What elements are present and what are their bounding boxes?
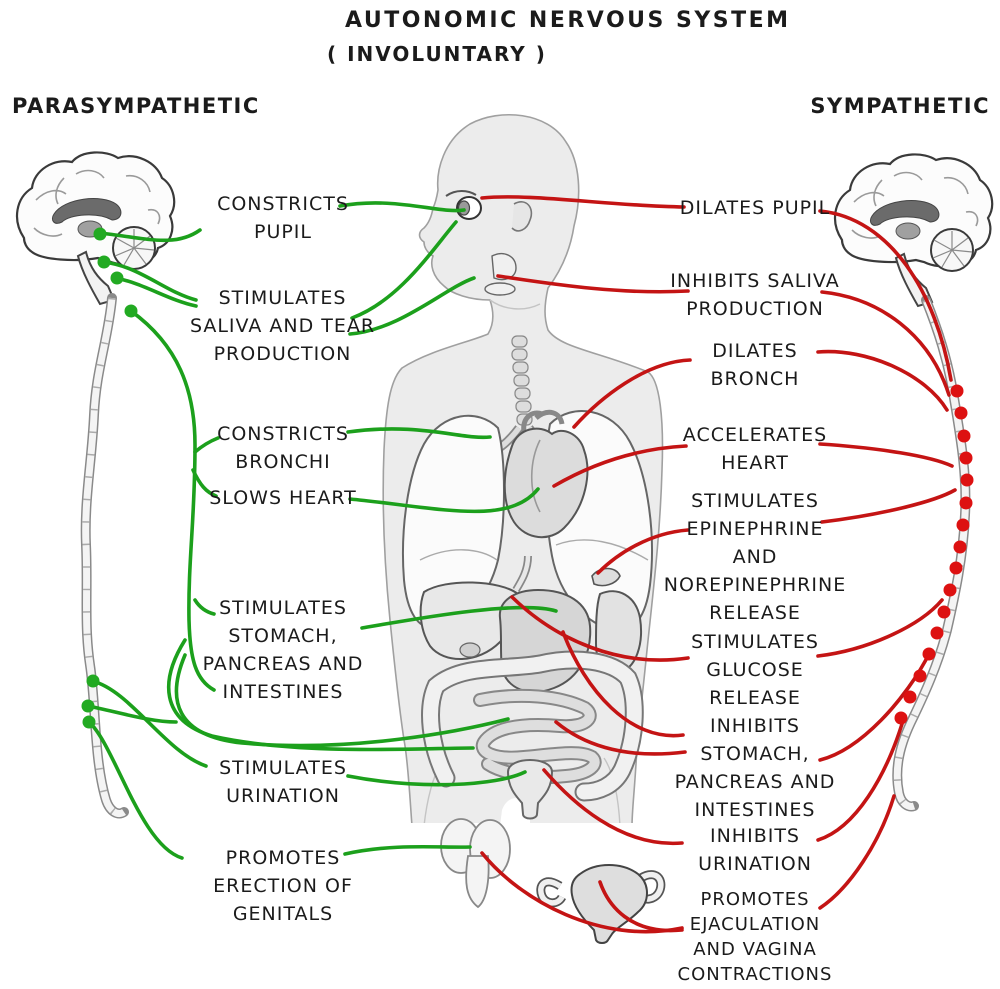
parasympathetic-heading: PARASYMPATHETIC	[12, 94, 260, 118]
label-stimulates-epinephrine: STIMULATES EPINEPHRINE AND NOREPINEPHRIN…	[663, 490, 847, 624]
male-genitals	[440, 818, 511, 909]
label-dilates-pupil: DILATES PUPIL	[679, 197, 831, 219]
page-title: AUTONOMIC NERVOUS SYSTEM	[345, 8, 791, 33]
page-subtitle: ( INVOLUNTARY )	[327, 42, 547, 66]
label-inhibits-urination: INHIBITS URINATION	[698, 825, 812, 875]
label-stimulates-saliva-tear: STIMULATES SALIVA AND TEAR PRODUCTION	[189, 287, 376, 365]
label-inhibits-stomach: INHIBITS STOMACH, PANCREAS AND INTESTINE…	[674, 715, 836, 821]
label-constricts-pupil: CONSTRICTS PUPIL	[217, 193, 349, 243]
sympathetic-nerve-lines	[480, 195, 957, 934]
parasympathetic-brain-and-cord	[15, 151, 176, 819]
sympathetic-heading: SYMPATHETIC	[810, 94, 990, 118]
gallbladder	[459, 642, 481, 658]
label-dilates-bronch: DILATES BRONCH	[710, 340, 800, 390]
heart-vessels	[521, 409, 565, 433]
label-slows-heart: SLOWS HEART	[209, 487, 357, 509]
human-figure	[370, 113, 666, 944]
label-stimulates-urination: STIMULATES URINATION	[219, 757, 347, 807]
parotid-gland	[491, 252, 517, 281]
sympathetic-brain-and-cord	[833, 153, 994, 812]
eyebrow	[445, 190, 477, 197]
label-constricts-bronchi: CONSTRICTS BRONCHI	[217, 423, 349, 473]
label-inhibits-saliva: INHIBITS SALIVA PRODUCTION	[670, 270, 840, 320]
ear	[511, 201, 533, 232]
label-stimulates-glucose: STIMULATES GLUCOSE RELEASE	[691, 631, 819, 709]
left-lung	[401, 414, 505, 630]
parasympathetic-nerve-lines	[86, 201, 558, 860]
label-promotes-ejaculation: PROMOTES EJACULATION AND VAGINA CONTRACT…	[677, 889, 833, 985]
parasympathetic-nuclei-dots	[81, 227, 138, 729]
label-accelerates-heart: ACCELERATES HEART	[682, 424, 828, 474]
label-promotes-erection: PROMOTES ERECTION OF GENITALS	[213, 847, 353, 925]
label-stimulates-stomach: STIMULATES STOMACH, PANCREAS AND INTESTI…	[202, 597, 364, 703]
sympathetic-ganglia-dots	[894, 384, 974, 725]
submandibular-gland	[484, 282, 516, 296]
lung-fissures	[419, 539, 649, 561]
